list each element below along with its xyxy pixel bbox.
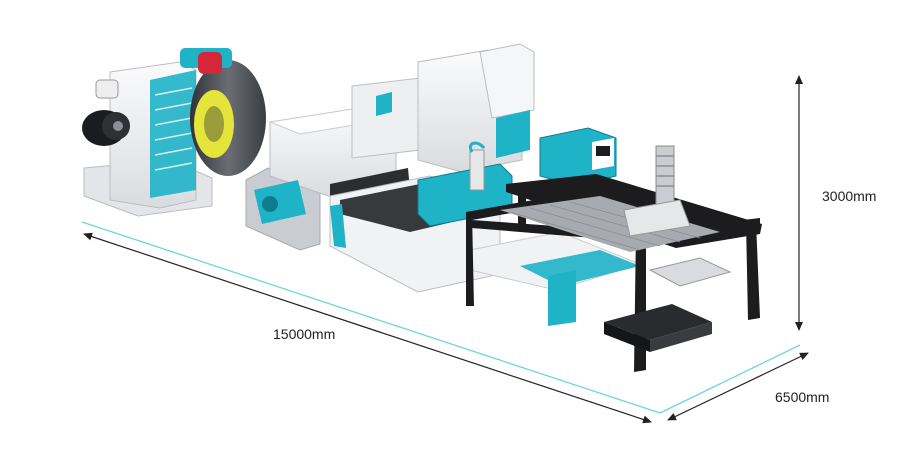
length-dimension-label: 15000mm <box>273 326 336 342</box>
material-pallet <box>604 304 712 352</box>
length-dimension-line <box>83 232 652 424</box>
height-dimension-label: 3000mm <box>822 188 877 204</box>
loading-column <box>623 145 732 287</box>
laser-cabinets <box>351 43 535 173</box>
width-dimension-label: 6500mm <box>775 389 830 405</box>
uncoiler-machine <box>82 48 266 217</box>
dimension-arrows <box>83 75 809 424</box>
width-dimension-line <box>667 352 809 421</box>
control-console <box>539 127 617 187</box>
